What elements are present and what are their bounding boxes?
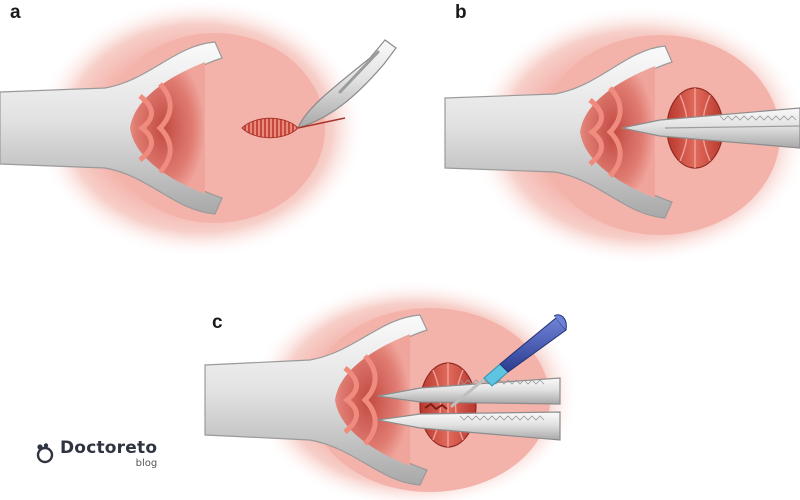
- panel-label-b: b: [455, 2, 467, 23]
- speculum-icon: [444, 45, 673, 219]
- electrocautery-pen-icon: [450, 314, 567, 408]
- speculum-icon: [0, 41, 223, 215]
- logo-subtitle: blog: [135, 458, 158, 469]
- clamp-icon: [621, 107, 800, 149]
- panel-label-c: c: [212, 312, 223, 333]
- panel-a: [0, 0, 397, 258]
- scalpel-icon: [296, 39, 397, 129]
- doctoreto-logo: Doctoreto blog: [34, 440, 157, 469]
- panel-label-a: a: [10, 2, 21, 23]
- panel-c: [204, 280, 580, 500]
- cut-line: [424, 402, 448, 411]
- speculum-icon: [204, 314, 428, 486]
- doctoreto-logo-icon: [36, 443, 54, 464]
- panel-b: [444, 5, 800, 265]
- clamp-icon: [377, 411, 561, 441]
- logo-name: Doctoreto: [60, 438, 158, 458]
